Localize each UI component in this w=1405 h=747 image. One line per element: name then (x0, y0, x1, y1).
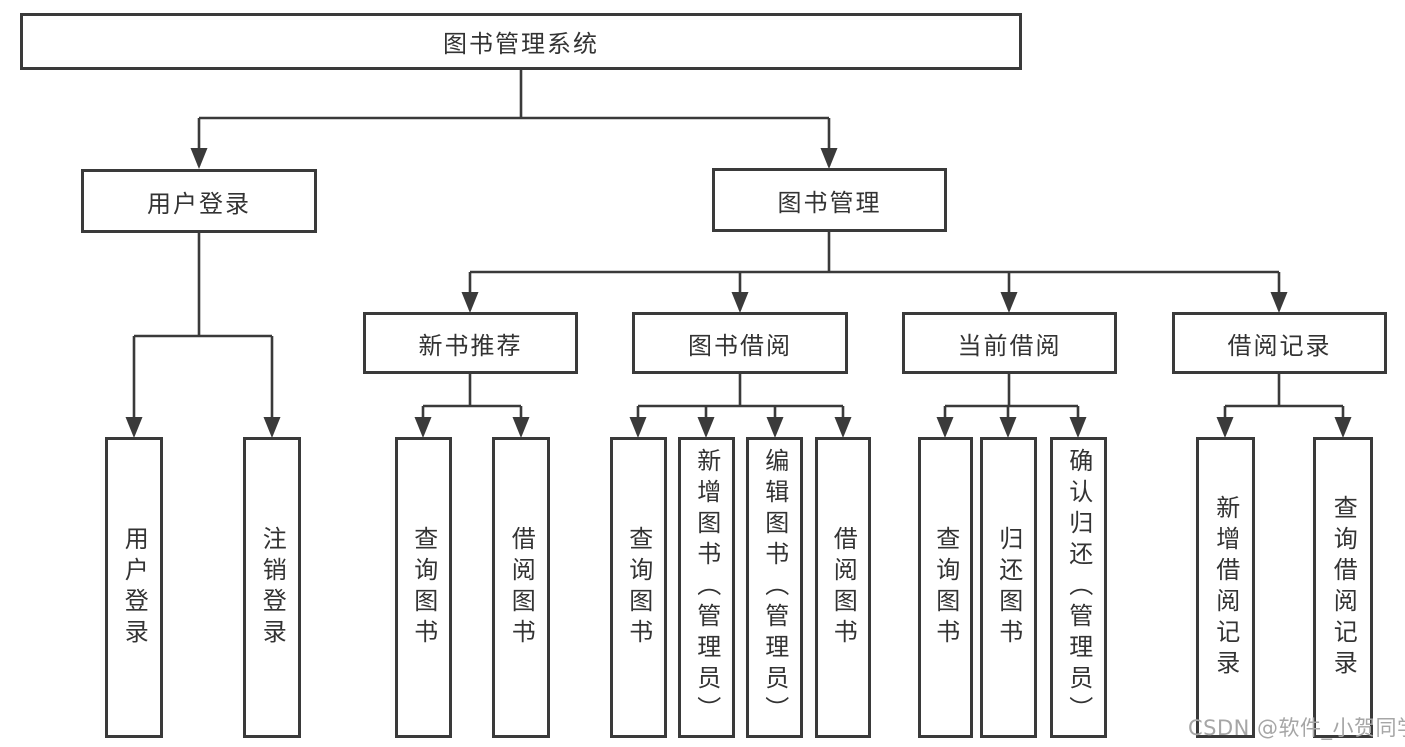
node-borrowing-records: 借阅记录 (1172, 312, 1387, 374)
node-book-management: 图书管理 (712, 168, 947, 232)
leaf-return-book-label: 归还图书 (994, 525, 1023, 650)
node-borrowing-records-label: 借阅记录 (1227, 331, 1332, 360)
leaf-edit-book-admin-label: 编辑图书（管理员） (760, 448, 789, 727)
connector-arrowheads (125, 148, 1352, 438)
leaf-borrow-book-newbook: 借阅图书 (492, 437, 550, 738)
leaf-edit-book-admin: 编辑图书（管理员） (746, 437, 803, 738)
leaf-confirm-return-admin: 确认归还（管理员） (1050, 437, 1107, 738)
leaf-logout: 注销登录 (243, 437, 301, 738)
leaf-query-borrow-record-label: 查询借阅记录 (1329, 494, 1358, 681)
leaf-borrow-book-newbook-label: 借阅图书 (507, 525, 536, 650)
leaf-query-borrow-record: 查询借阅记录 (1313, 437, 1373, 738)
node-root-label: 图书管理系统 (443, 30, 599, 58)
node-current-borrowing-label: 当前借阅 (957, 331, 1062, 360)
leaf-query-book-newbook-label: 查询图书 (409, 525, 438, 650)
leaf-user-login: 用户登录 (105, 437, 163, 738)
leaf-user-login-label: 用户登录 (120, 525, 149, 650)
node-book-management-label: 图书管理 (777, 188, 882, 217)
leaf-add-book-admin-label: 新增图书（管理员） (692, 448, 721, 727)
connector-strokes (132, 70, 1345, 434)
leaf-borrow-book-borrowing: 借阅图书 (815, 437, 871, 738)
leaf-query-book-borrowing-label: 查询图书 (624, 525, 653, 650)
leaf-query-book-current: 查询图书 (918, 437, 973, 738)
leaf-logout-label: 注销登录 (258, 525, 287, 650)
leaf-query-book-borrowing: 查询图书 (610, 437, 667, 738)
node-new-book-recommend-label: 新书推荐 (418, 331, 523, 360)
csdn-watermark: CSDN @软件_小贺同学 (1188, 716, 1405, 740)
node-root: 图书管理系统 (20, 13, 1022, 70)
node-current-borrowing: 当前借阅 (902, 312, 1117, 374)
leaf-return-book: 归还图书 (980, 437, 1037, 738)
node-book-borrowing-label: 图书借阅 (688, 331, 792, 360)
leaf-confirm-return-admin-label: 确认归还（管理员） (1064, 448, 1093, 727)
leaf-borrow-book-borrowing-label: 借阅图书 (829, 525, 858, 650)
leaf-add-book-admin: 新增图书（管理员） (678, 437, 735, 738)
leaf-query-book-current-label: 查询图书 (931, 525, 960, 650)
leaf-add-borrow-record: 新增借阅记录 (1196, 437, 1255, 738)
node-user-login: 用户登录 (81, 169, 317, 233)
node-new-book-recommend: 新书推荐 (363, 312, 578, 374)
leaf-query-book-newbook: 查询图书 (395, 437, 452, 738)
node-user-login-label: 用户登录 (147, 189, 251, 218)
leaf-add-borrow-record-label: 新增借阅记录 (1211, 494, 1240, 681)
node-book-borrowing: 图书借阅 (632, 312, 848, 374)
